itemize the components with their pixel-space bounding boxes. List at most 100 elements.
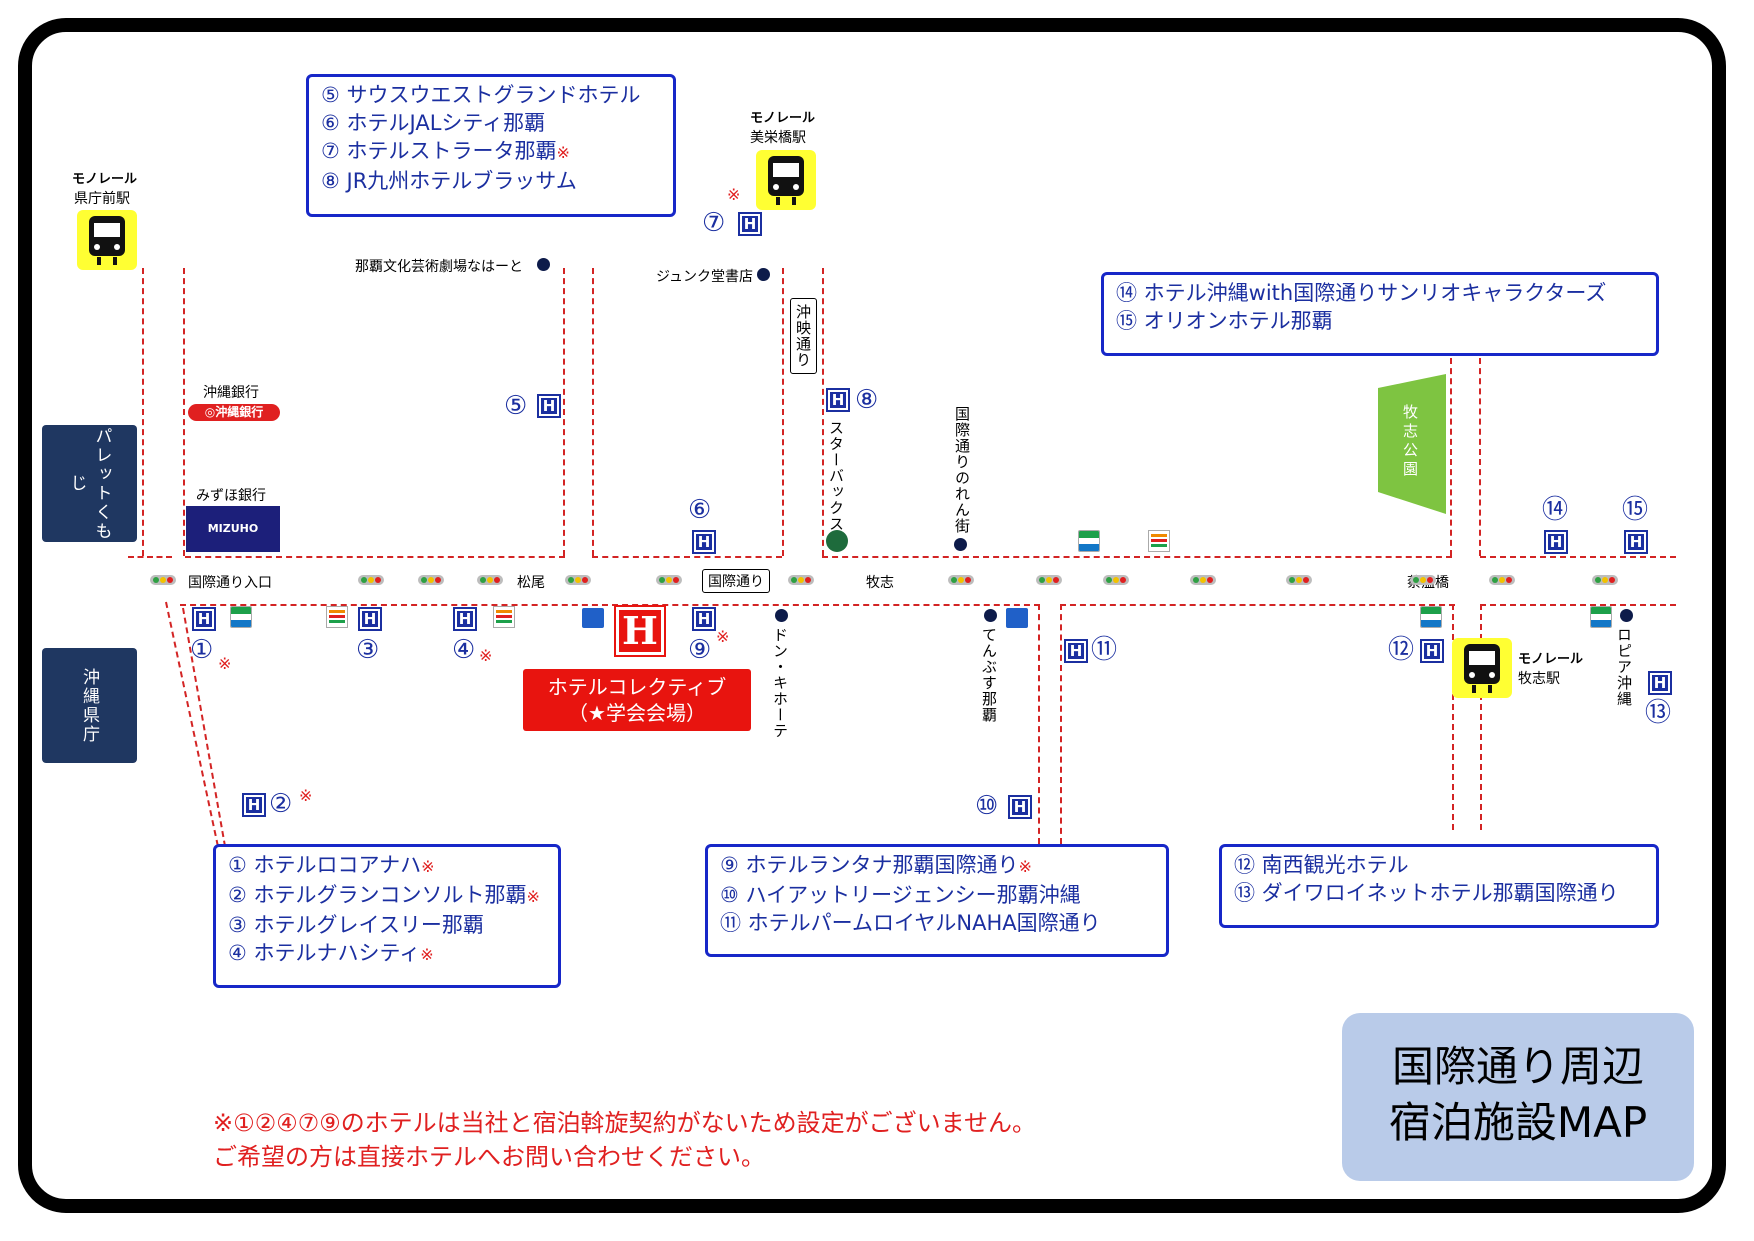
poi-dot: [984, 609, 997, 622]
hotel-icon[interactable]: H: [1420, 639, 1444, 663]
hotel-icon[interactable]: H: [453, 607, 477, 631]
footnote: ※①②④⑦⑨のホテルは当社と宿泊斡旋契約がないため設定がございません。 ご希望の…: [213, 1106, 1036, 1174]
hotel-icon[interactable]: H: [738, 212, 762, 236]
hotel-list-12-13: ⑫ 南西観光ホテル ⑬ ダイワロイネットホテル那覇国際通り: [1219, 844, 1659, 928]
marker-6-number: ⑥: [688, 495, 712, 525]
street-label-kokusai: 国際通り: [702, 569, 770, 593]
remark-mark: ※: [526, 887, 540, 906]
hotel-list-1-4: ① ホテルロコアナハ※ ② ホテルグランコンソルト那覇※ ③ ホテルグレイスリー…: [213, 844, 561, 988]
poi-dot: [757, 268, 770, 281]
map-title-line1: 国際通り周辺: [1391, 1042, 1644, 1091]
marker-5-number: ⑤: [504, 391, 528, 421]
station-makishi-line1: モノレール: [1518, 652, 1584, 667]
building-palette-kumoji: パレットくもじ: [42, 425, 137, 542]
hotel-list-item[interactable]: ⑭ ホテル沖縄with国際通りサンリオキャラクターズ: [1116, 281, 1607, 305]
venue-label[interactable]: ホテルコレクティブ （★学会会場）: [523, 669, 751, 731]
poi-dot: [1620, 609, 1633, 622]
hotel-list-5-8: ⑤ サウスウエストグランドホテル ⑥ ホテルJALシティ那覇 ⑦ ホテルストラー…: [306, 74, 676, 217]
hotel-icon[interactable]: H: [826, 388, 850, 412]
hotel-icon[interactable]: H: [1544, 530, 1568, 554]
remark-mark: ※: [420, 945, 434, 964]
marker-15-number: ⑮: [1622, 495, 1649, 525]
hotel-icon[interactable]: H: [242, 793, 266, 817]
footnote-line2: ご希望の方は直接ホテルへお問い合わせください。: [213, 1143, 765, 1171]
okinawa-bank-label: 沖縄銀行: [203, 385, 259, 401]
footnote-line1: ※①②④⑦⑨のホテルは当社と宿泊斡旋契約がないため設定がございません。: [213, 1109, 1036, 1137]
hotel-icon[interactable]: H: [1624, 530, 1648, 554]
remark-7: ※: [727, 185, 741, 204]
station-miebashi-line2: 美栄橋駅: [750, 130, 806, 146]
park-label: 牧志公園: [1401, 404, 1419, 480]
hotel-list-item[interactable]: ⑫ 南西観光ホテル: [1234, 853, 1409, 877]
remark-mark: ※: [556, 143, 570, 162]
lawson-icon: [582, 608, 604, 628]
hotel-list-item[interactable]: ⑬ ダイワロイネットホテル那覇国際通り: [1234, 881, 1619, 905]
lawson-icon: [1006, 608, 1028, 628]
poi-lopia: ロピア沖縄: [1615, 627, 1633, 707]
poi-don-quijote: ドン・キホーテ: [771, 627, 789, 739]
venue-hotel-icon[interactable]: H: [614, 605, 666, 657]
hotel-list-item[interactable]: ⑪ ホテルパームロイヤルNAHA国際通り: [720, 911, 1101, 935]
train-icon: [77, 210, 137, 270]
train-icon: [1452, 638, 1512, 698]
hotel-icon[interactable]: H: [1064, 639, 1088, 663]
hotel-icon[interactable]: H: [1008, 795, 1032, 819]
familymart-icon: [1420, 606, 1442, 628]
map-title: 国際通り周辺 宿泊施設MAP: [1342, 1013, 1694, 1181]
remark-mark: ※: [421, 857, 435, 876]
hotel-list-item[interactable]: ⑦ ホテルストラータ那覇※: [321, 139, 570, 163]
train-icon: [756, 150, 816, 210]
remark-1: ※: [218, 654, 232, 673]
marker-4-number: ④: [452, 635, 476, 665]
hotel-list-item[interactable]: ⑮ オリオンホテル那覇: [1116, 309, 1333, 333]
hotel-icon[interactable]: H: [192, 607, 216, 631]
hotel-icon[interactable]: H: [692, 607, 716, 631]
marker-8-number: ⑧: [855, 385, 879, 415]
hotel-list-item[interactable]: ⑤ サウスウエストグランドホテル: [321, 83, 641, 107]
remark-mark: ※: [1018, 857, 1032, 876]
marker-11-number: ⑪: [1091, 635, 1118, 665]
hotel-list-9-11: ⑨ ホテルランタナ那覇国際通り※ ⑩ ハイアットリージェンシー那覇沖縄 ⑪ ホテ…: [705, 844, 1169, 957]
marker-12-number: ⑫: [1388, 635, 1415, 665]
hotel-list-item[interactable]: ⑧ JR九州ホテルブラッサム: [321, 169, 577, 193]
hotel-list-item[interactable]: ③ ホテルグレイスリー那覇: [228, 913, 484, 937]
familymart-icon: [230, 606, 252, 628]
marker-2-number: ②: [269, 789, 293, 819]
marker-13-number: ⑬: [1645, 698, 1672, 728]
map-title-line2: 宿泊施設MAP: [1388, 1098, 1648, 1147]
hotel-icon[interactable]: H: [692, 530, 716, 554]
familymart-icon: [1078, 530, 1100, 552]
hotel-list-item[interactable]: ⑩ ハイアットリージェンシー那覇沖縄: [720, 883, 1081, 907]
hotel-list-item[interactable]: ② ホテルグランコンソルト那覇※: [228, 883, 540, 907]
venue-name: ホテルコレクティブ: [547, 675, 727, 699]
poi-dot: [775, 609, 788, 622]
remark-9: ※: [716, 627, 730, 646]
marker-14-number: ⑭: [1542, 495, 1569, 525]
hotel-icon[interactable]: H: [537, 394, 561, 418]
marker-9-number: ⑨: [688, 635, 712, 665]
seven-eleven-icon: [326, 606, 348, 628]
poi-noren-gai: 国際通りのれん街: [953, 406, 971, 534]
venue-note: （★学会会場）: [568, 701, 706, 725]
remark-2: ※: [299, 786, 313, 805]
street-label-makishi: 牧志: [866, 575, 894, 591]
station-miebashi-line1: モノレール: [750, 111, 816, 126]
poi-starbucks: スターバックス: [827, 420, 845, 532]
station-makishi-line2: 牧志駅: [1518, 671, 1560, 687]
hotel-icon[interactable]: H: [1648, 671, 1672, 695]
makishi-park: 牧志公園: [1378, 374, 1446, 514]
hotel-list-item[interactable]: ⑥ ホテルJALシティ那覇: [321, 111, 546, 135]
poi-nahahato: 那覇文化芸術劇場なはーと: [355, 259, 523, 275]
hotel-list-14-15: ⑭ ホテル沖縄with国際通りサンリオキャラクターズ ⑮ オリオンホテル那覇: [1101, 272, 1659, 356]
poi-junkudo: ジュンク堂書店: [656, 269, 754, 285]
marker-3-number: ③: [356, 635, 380, 665]
mizuho-bank-logo: MIZUHO: [186, 506, 280, 552]
hotel-list-item[interactable]: ④ ホテルナハシティ※: [228, 941, 434, 965]
starbucks-icon: [826, 530, 848, 552]
remark-4: ※: [479, 646, 493, 665]
hotel-list-item[interactable]: ⑨ ホテルランタナ那覇国際通り※: [720, 853, 1032, 877]
marker-1-number: ①: [190, 635, 214, 665]
street-label-entrance: 国際通り入口: [188, 575, 272, 591]
hotel-icon[interactable]: H: [358, 607, 382, 631]
hotel-list-item[interactable]: ① ホテルロコアナハ※: [228, 853, 435, 877]
